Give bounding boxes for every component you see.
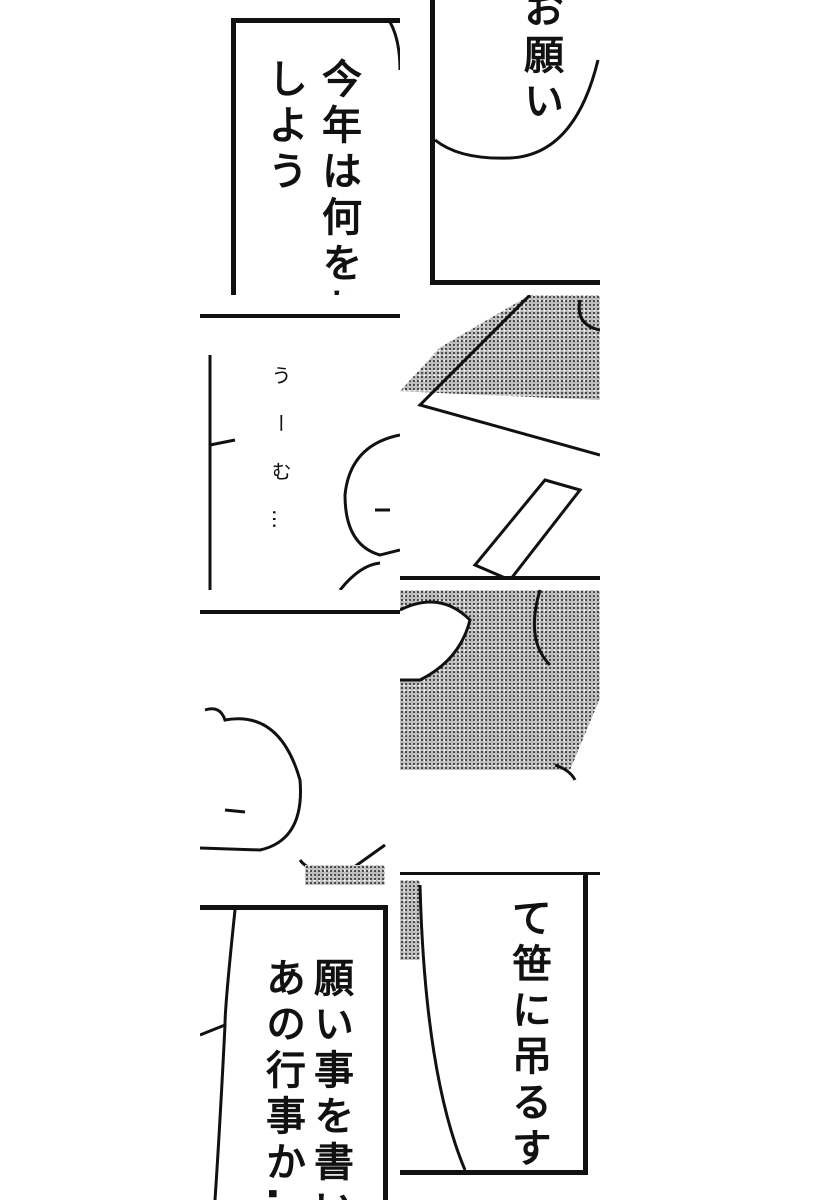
panel-top-left: 今年は何をお しよう <box>200 0 400 295</box>
character-drawing <box>400 589 577 781</box>
panel-lower-left <box>200 590 400 885</box>
panel-border <box>400 872 600 875</box>
panel-mid-left: うーむ… <box>200 295 400 590</box>
screentone-shape <box>305 865 385 885</box>
panel-border <box>400 576 600 580</box>
panel-lower-right <box>400 580 600 875</box>
panel-border <box>200 610 400 614</box>
panel-bottom-right: て笹に吊るす <box>400 875 600 1180</box>
speech-bubble-edge <box>200 909 237 1200</box>
panel-mid-right <box>400 295 600 580</box>
dialogue-text: しよう <box>261 58 307 196</box>
panel-border <box>231 18 236 295</box>
panel-top-right: お願い <box>400 0 600 290</box>
character-drawing <box>208 355 400 590</box>
speech-bubble-edge <box>388 21 400 71</box>
speech-bubble-edge <box>418 884 467 1171</box>
screentone-shape <box>400 880 420 960</box>
panel-border <box>400 1170 588 1175</box>
dialogue-text: お願い <box>517 0 563 126</box>
panel-border <box>200 905 388 910</box>
character-drawing <box>200 707 386 873</box>
dialogue-text: 今年は何をお <box>315 58 361 295</box>
panel-border <box>383 905 388 1200</box>
panel-border <box>583 875 588 1175</box>
character-drawing <box>417 295 600 580</box>
panel-border <box>231 18 400 23</box>
dialogue-text: あの行事か… <box>259 957 305 1200</box>
panel-bottom-left: 願い事を書い あの行事か… <box>200 885 400 1200</box>
panel-border <box>430 280 600 285</box>
dialogue-text: て笹に吊るす <box>505 897 551 1173</box>
mumble-text: うーむ… <box>268 365 292 557</box>
panel-border <box>430 0 435 285</box>
panel-border <box>200 314 400 318</box>
dialogue-text: 願い事を書い <box>307 957 353 1200</box>
speech-bubble <box>434 59 600 160</box>
